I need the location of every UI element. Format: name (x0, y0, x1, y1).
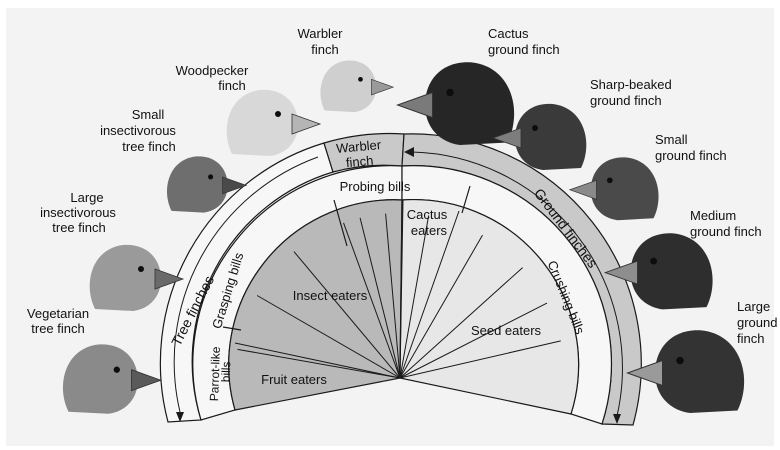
large-insectivorous-label-line3: tree finch (52, 220, 105, 235)
eye-dot (650, 258, 657, 265)
medium-ground-label-line1: Medium (690, 208, 736, 223)
woodpecker-label-line2: finch (218, 78, 245, 93)
parrot-like-line2: bills (219, 361, 234, 382)
large-ground-label-line2: ground (737, 315, 777, 330)
sharp-beaked-label-line1: Sharp-beaked (590, 77, 672, 92)
small-insectivorous-label-line1: Small (132, 107, 165, 122)
insect-eaters-label: Insect eaters (293, 288, 368, 303)
sharp-beaked-label-line2: ground finch (590, 93, 662, 108)
eye-dot (607, 177, 613, 183)
medium-ground-label-line2: ground finch (690, 224, 762, 239)
woodpecker-label-line1: Woodpecker (176, 63, 249, 78)
cactus-eaters-line2: eaters (411, 223, 448, 238)
eye-dot (275, 111, 281, 117)
large-ground-label-line1: Large (737, 299, 770, 314)
eye-dot (676, 357, 684, 365)
large-ground-label-line3: finch (737, 331, 764, 346)
cactus-eaters-line1: Cactus (407, 207, 448, 222)
large-insectivorous-label-line2: insectivorous (40, 205, 116, 220)
cactus-ground-label-line1: Cactus (488, 26, 529, 41)
large-insectivorous-label-line1: Large (70, 190, 103, 205)
cactus-ground-label-line2: ground finch (488, 42, 560, 57)
probing-bills-label: Probing bills (340, 179, 411, 194)
warbler-finch-band-line2: finch (345, 153, 374, 170)
seed-eaters-label: Seed eaters (471, 323, 542, 338)
eye-dot (138, 266, 144, 272)
eye-dot (532, 125, 538, 131)
small-ground-label-line2: ground finch (655, 148, 727, 163)
vegetarian-label-line1: Vegetarian (27, 306, 89, 321)
vegetarian-label-line2: tree finch (31, 321, 84, 336)
eye-dot (114, 367, 120, 373)
small-insectivorous-label-line2: insectivorous (100, 123, 176, 138)
warbler-label-line2: finch (311, 42, 338, 57)
warbler-label-line1: Warbler (297, 26, 343, 41)
fruit-eaters-label: Fruit eaters (261, 372, 327, 387)
small-ground-label-line1: Small (655, 132, 688, 147)
eye-dot (446, 89, 454, 97)
eye-dot (358, 77, 363, 82)
small-insectivorous-label-line3: tree finch (122, 139, 175, 154)
eye-dot (208, 174, 213, 179)
